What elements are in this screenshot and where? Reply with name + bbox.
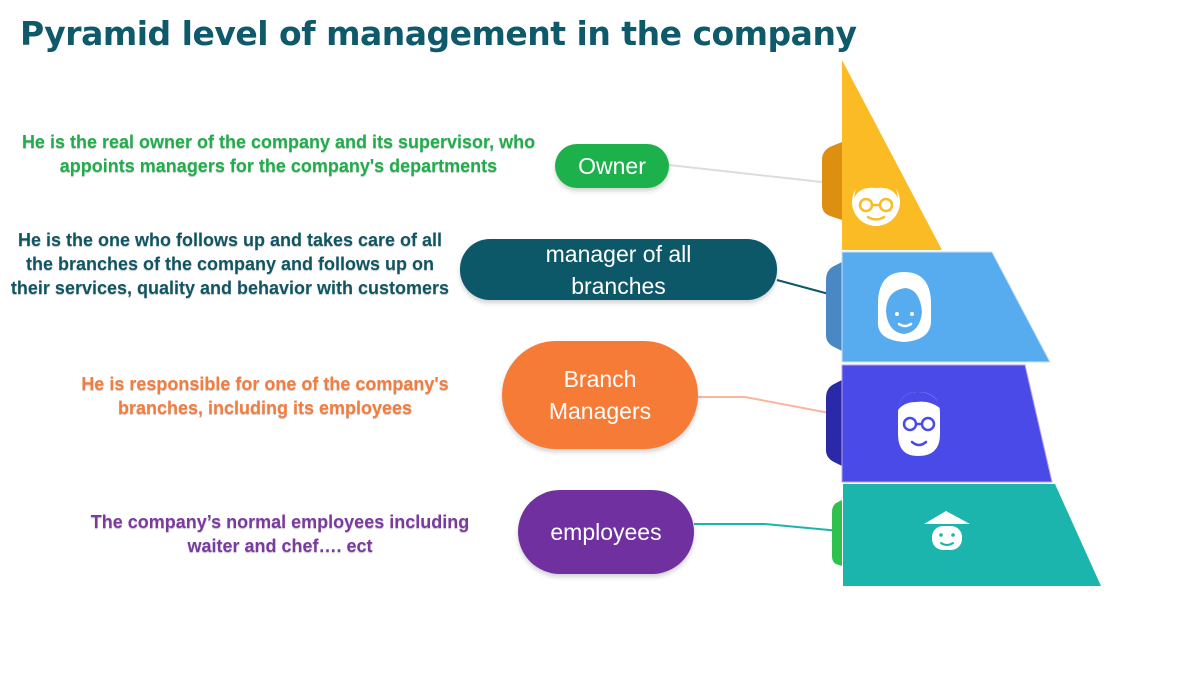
- branch-manager-description: He is responsible for one of the company…: [81, 374, 449, 418]
- employees-label: employees: [518, 490, 694, 574]
- employees-tier: [843, 484, 1101, 586]
- employees-side-tab: [832, 500, 842, 566]
- hat-face-icon: [924, 511, 970, 550]
- branch-manager-label: Branch Managers: [502, 341, 698, 449]
- owner-connector: [668, 164, 841, 185]
- woman-face-icon: [877, 272, 931, 342]
- owner-label: Owner: [555, 144, 669, 188]
- branch-manager-connector-2: [744, 396, 841, 416]
- owner-tier: [842, 60, 942, 250]
- page-title: Pyramid level of management in the compa…: [20, 14, 857, 53]
- owner-side-tab: [822, 142, 842, 220]
- branch-manager-side-tab: [826, 380, 842, 466]
- manager-description: He is the one who follows up and takes c…: [10, 230, 450, 298]
- manager-label: manager of all branches: [460, 239, 777, 300]
- owner-description: He is the real owner of the company and …: [21, 132, 536, 176]
- branch-manager-tier: [841, 364, 1053, 483]
- manager-tier: [841, 251, 1051, 363]
- manager-side-tab: [826, 262, 842, 351]
- employees-connector-2: [764, 523, 841, 532]
- employees-description: The company’s normal employees including…: [90, 512, 470, 556]
- man-glasses-face-icon: [898, 392, 940, 456]
- owner-face-icon: [852, 176, 900, 226]
